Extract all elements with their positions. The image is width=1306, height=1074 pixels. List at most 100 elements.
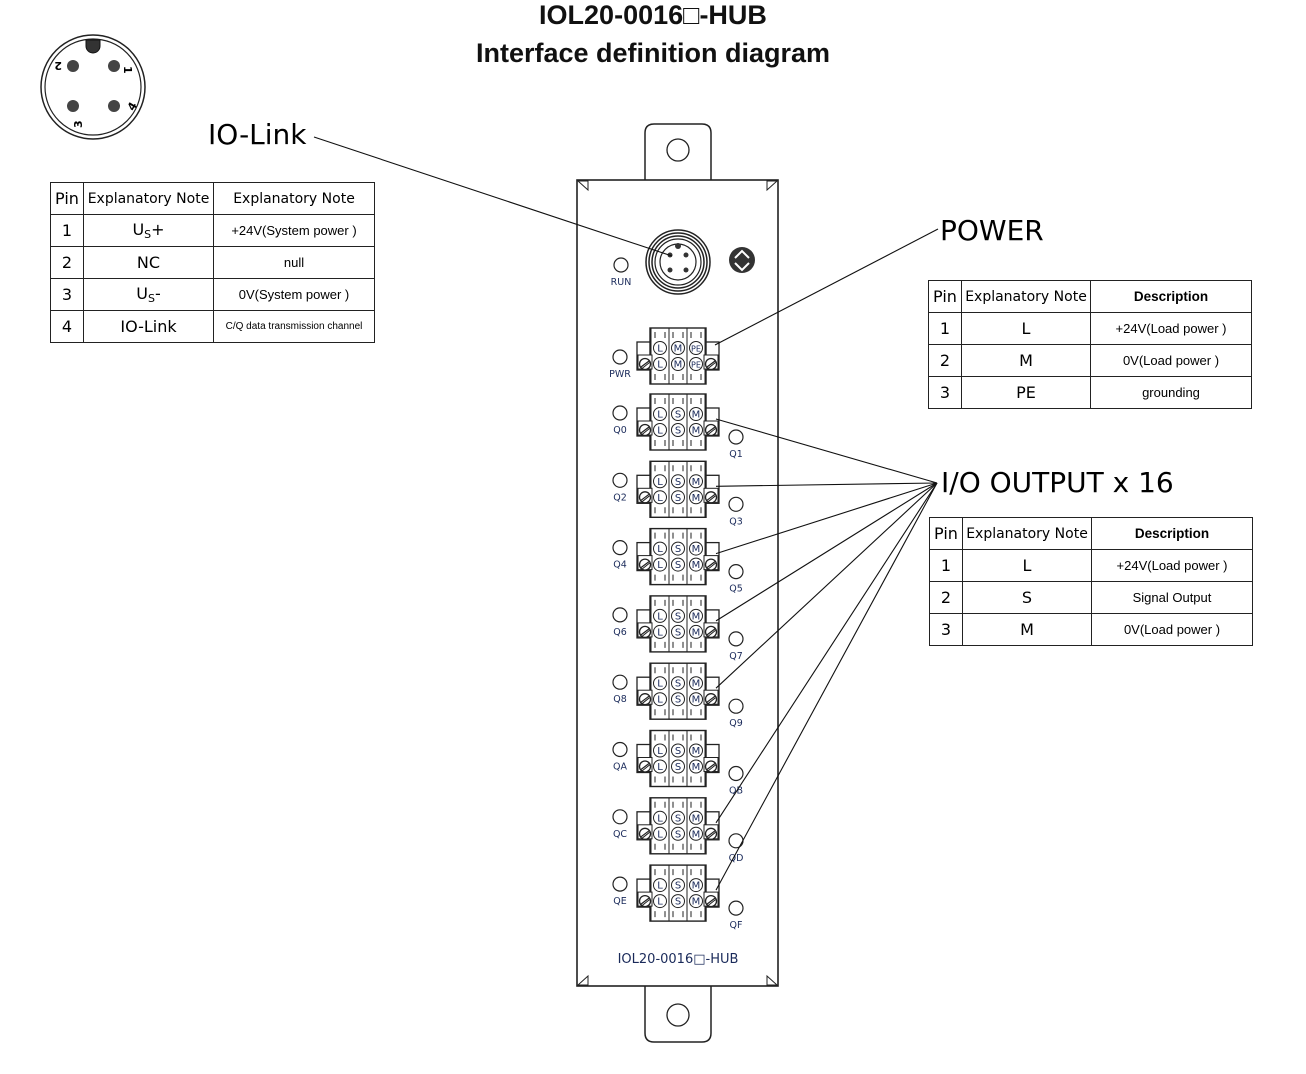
terminal-pin-label: L bbox=[657, 410, 663, 421]
power-leader-line bbox=[714, 228, 939, 346]
header-desc: Description bbox=[1091, 517, 1253, 550]
terminal-pin-label: S bbox=[675, 897, 681, 908]
note-cell: US+ bbox=[83, 214, 214, 247]
terminal-pin-label: S bbox=[675, 762, 681, 773]
io-leader-line bbox=[715, 482, 938, 622]
terminal-pin-label: L bbox=[657, 829, 663, 840]
screw-icon bbox=[704, 491, 718, 504]
iolink-callout: IO-Link bbox=[208, 118, 307, 151]
led-q2: Q2 bbox=[612, 472, 628, 503]
led-label: Q6 bbox=[613, 627, 627, 638]
note-cell: L bbox=[962, 549, 1092, 582]
led-label: Q3 bbox=[729, 516, 743, 527]
terminal-pin-label: S bbox=[675, 560, 681, 571]
screw-icon bbox=[704, 423, 718, 437]
header-note: Explanatory Note bbox=[962, 517, 1092, 550]
note-cell: IO-Link bbox=[83, 310, 214, 343]
terminal-pin-label: S bbox=[675, 493, 681, 504]
terminal-pin-label: M bbox=[692, 560, 701, 571]
terminal-pin-label: M bbox=[674, 344, 683, 355]
terminal-pin-label: S bbox=[675, 410, 681, 421]
screw-icon bbox=[638, 760, 652, 773]
note-sub: S bbox=[144, 228, 152, 241]
terminal-pin-label: S bbox=[675, 426, 681, 437]
led-q3: Q3 bbox=[728, 496, 744, 527]
led-qf: QF bbox=[728, 900, 744, 931]
screw-icon bbox=[638, 357, 652, 371]
led-qa: QA bbox=[612, 741, 628, 773]
desc-cell: grounding bbox=[1090, 376, 1252, 409]
header-pin: Pin bbox=[50, 182, 84, 215]
terminal-pin-label: L bbox=[657, 360, 663, 371]
terminal-pin-label: L bbox=[657, 897, 663, 908]
terminal-pin-label: S bbox=[675, 627, 681, 638]
table-row: 3 M 0V(Load power ) bbox=[929, 613, 1253, 646]
terminal-pin-label: M bbox=[692, 410, 701, 421]
terminal-pin-label: L bbox=[657, 746, 663, 757]
pin-cell: 2 bbox=[50, 246, 84, 279]
desc-cell: 0V(Load power ) bbox=[1091, 613, 1253, 646]
terminal-pin-label: L bbox=[657, 611, 663, 622]
led-q0: Q0 bbox=[612, 405, 628, 436]
table-header-row: Pin Explanatory Note Explanatory Note bbox=[50, 182, 375, 215]
screw-icon bbox=[638, 491, 652, 504]
note-cell: US- bbox=[83, 278, 214, 311]
header-pin: Pin bbox=[928, 280, 962, 313]
desc-cell: 0V(System power ) bbox=[213, 278, 375, 311]
led-q6: Q6 bbox=[612, 607, 628, 638]
mounting-hole-icon bbox=[666, 1003, 690, 1027]
screw-icon bbox=[638, 558, 652, 571]
table-row: 3 PE grounding bbox=[928, 376, 1252, 409]
pin-cell: 3 bbox=[928, 376, 962, 409]
led-label: QF bbox=[730, 920, 743, 931]
led-label: QC bbox=[613, 829, 627, 840]
terminal-pin-label: L bbox=[657, 477, 663, 488]
pin-number-1: 1 bbox=[121, 66, 134, 74]
header-pin: Pin bbox=[929, 517, 963, 550]
table-row: 3 US- 0V(System power ) bbox=[50, 278, 375, 311]
terminal-pin-label: S bbox=[675, 881, 681, 892]
led-label: Q7 bbox=[729, 651, 743, 662]
screw-icon bbox=[704, 760, 718, 773]
note-main: NC bbox=[136, 253, 161, 272]
pin-number-2: 2 bbox=[54, 59, 62, 72]
note-cell: PE bbox=[961, 376, 1091, 409]
io-leader-line bbox=[715, 482, 938, 891]
note-sub: S bbox=[147, 292, 155, 305]
power-callout: POWER bbox=[940, 214, 1044, 247]
header-note: Explanatory Note bbox=[83, 182, 214, 215]
iolink-pin-table: Pin Explanatory Note Explanatory Note 1 … bbox=[50, 182, 375, 343]
desc-cell: null bbox=[213, 246, 375, 279]
top-mounting-tab bbox=[644, 123, 712, 181]
terminal-pin-label: S bbox=[675, 695, 681, 706]
io-leader-line bbox=[715, 482, 938, 555]
terminal-pin-label: L bbox=[657, 344, 663, 355]
terminal-pin-label: M bbox=[692, 695, 701, 706]
diagram-title: Interface definition diagram bbox=[475, 38, 831, 68]
led-label: QE bbox=[613, 896, 626, 907]
led-qc: QC bbox=[612, 809, 628, 840]
screw-icon bbox=[638, 423, 652, 437]
led-label: Q4 bbox=[613, 560, 627, 571]
note-suffix: + bbox=[151, 220, 165, 239]
diagram-title-model: IOL20-0016□-HUB bbox=[539, 0, 767, 30]
screw-icon bbox=[704, 357, 718, 371]
terminal-pin-label: L bbox=[657, 544, 663, 555]
pin-hole-3 bbox=[67, 100, 79, 112]
pin-hole-2 bbox=[67, 60, 79, 72]
note-cell: M bbox=[962, 613, 1092, 646]
m12-connector-pinout-icon: 1 2 3 4 bbox=[40, 34, 146, 140]
screw-icon bbox=[638, 827, 652, 840]
led-label: QB bbox=[729, 786, 743, 797]
terminal-pin-label: L bbox=[657, 881, 663, 892]
table-header-row: Pin Explanatory Note Description bbox=[929, 517, 1253, 550]
led-q8: Q8 bbox=[612, 674, 628, 705]
header-desc: Description bbox=[1090, 280, 1252, 313]
led-label: QA bbox=[613, 762, 627, 773]
led-q7: Q7 bbox=[728, 631, 744, 662]
terminal-pin-label: M bbox=[674, 360, 683, 371]
note-cell: M bbox=[961, 344, 1091, 377]
desc-cell: Signal Output bbox=[1091, 581, 1253, 614]
